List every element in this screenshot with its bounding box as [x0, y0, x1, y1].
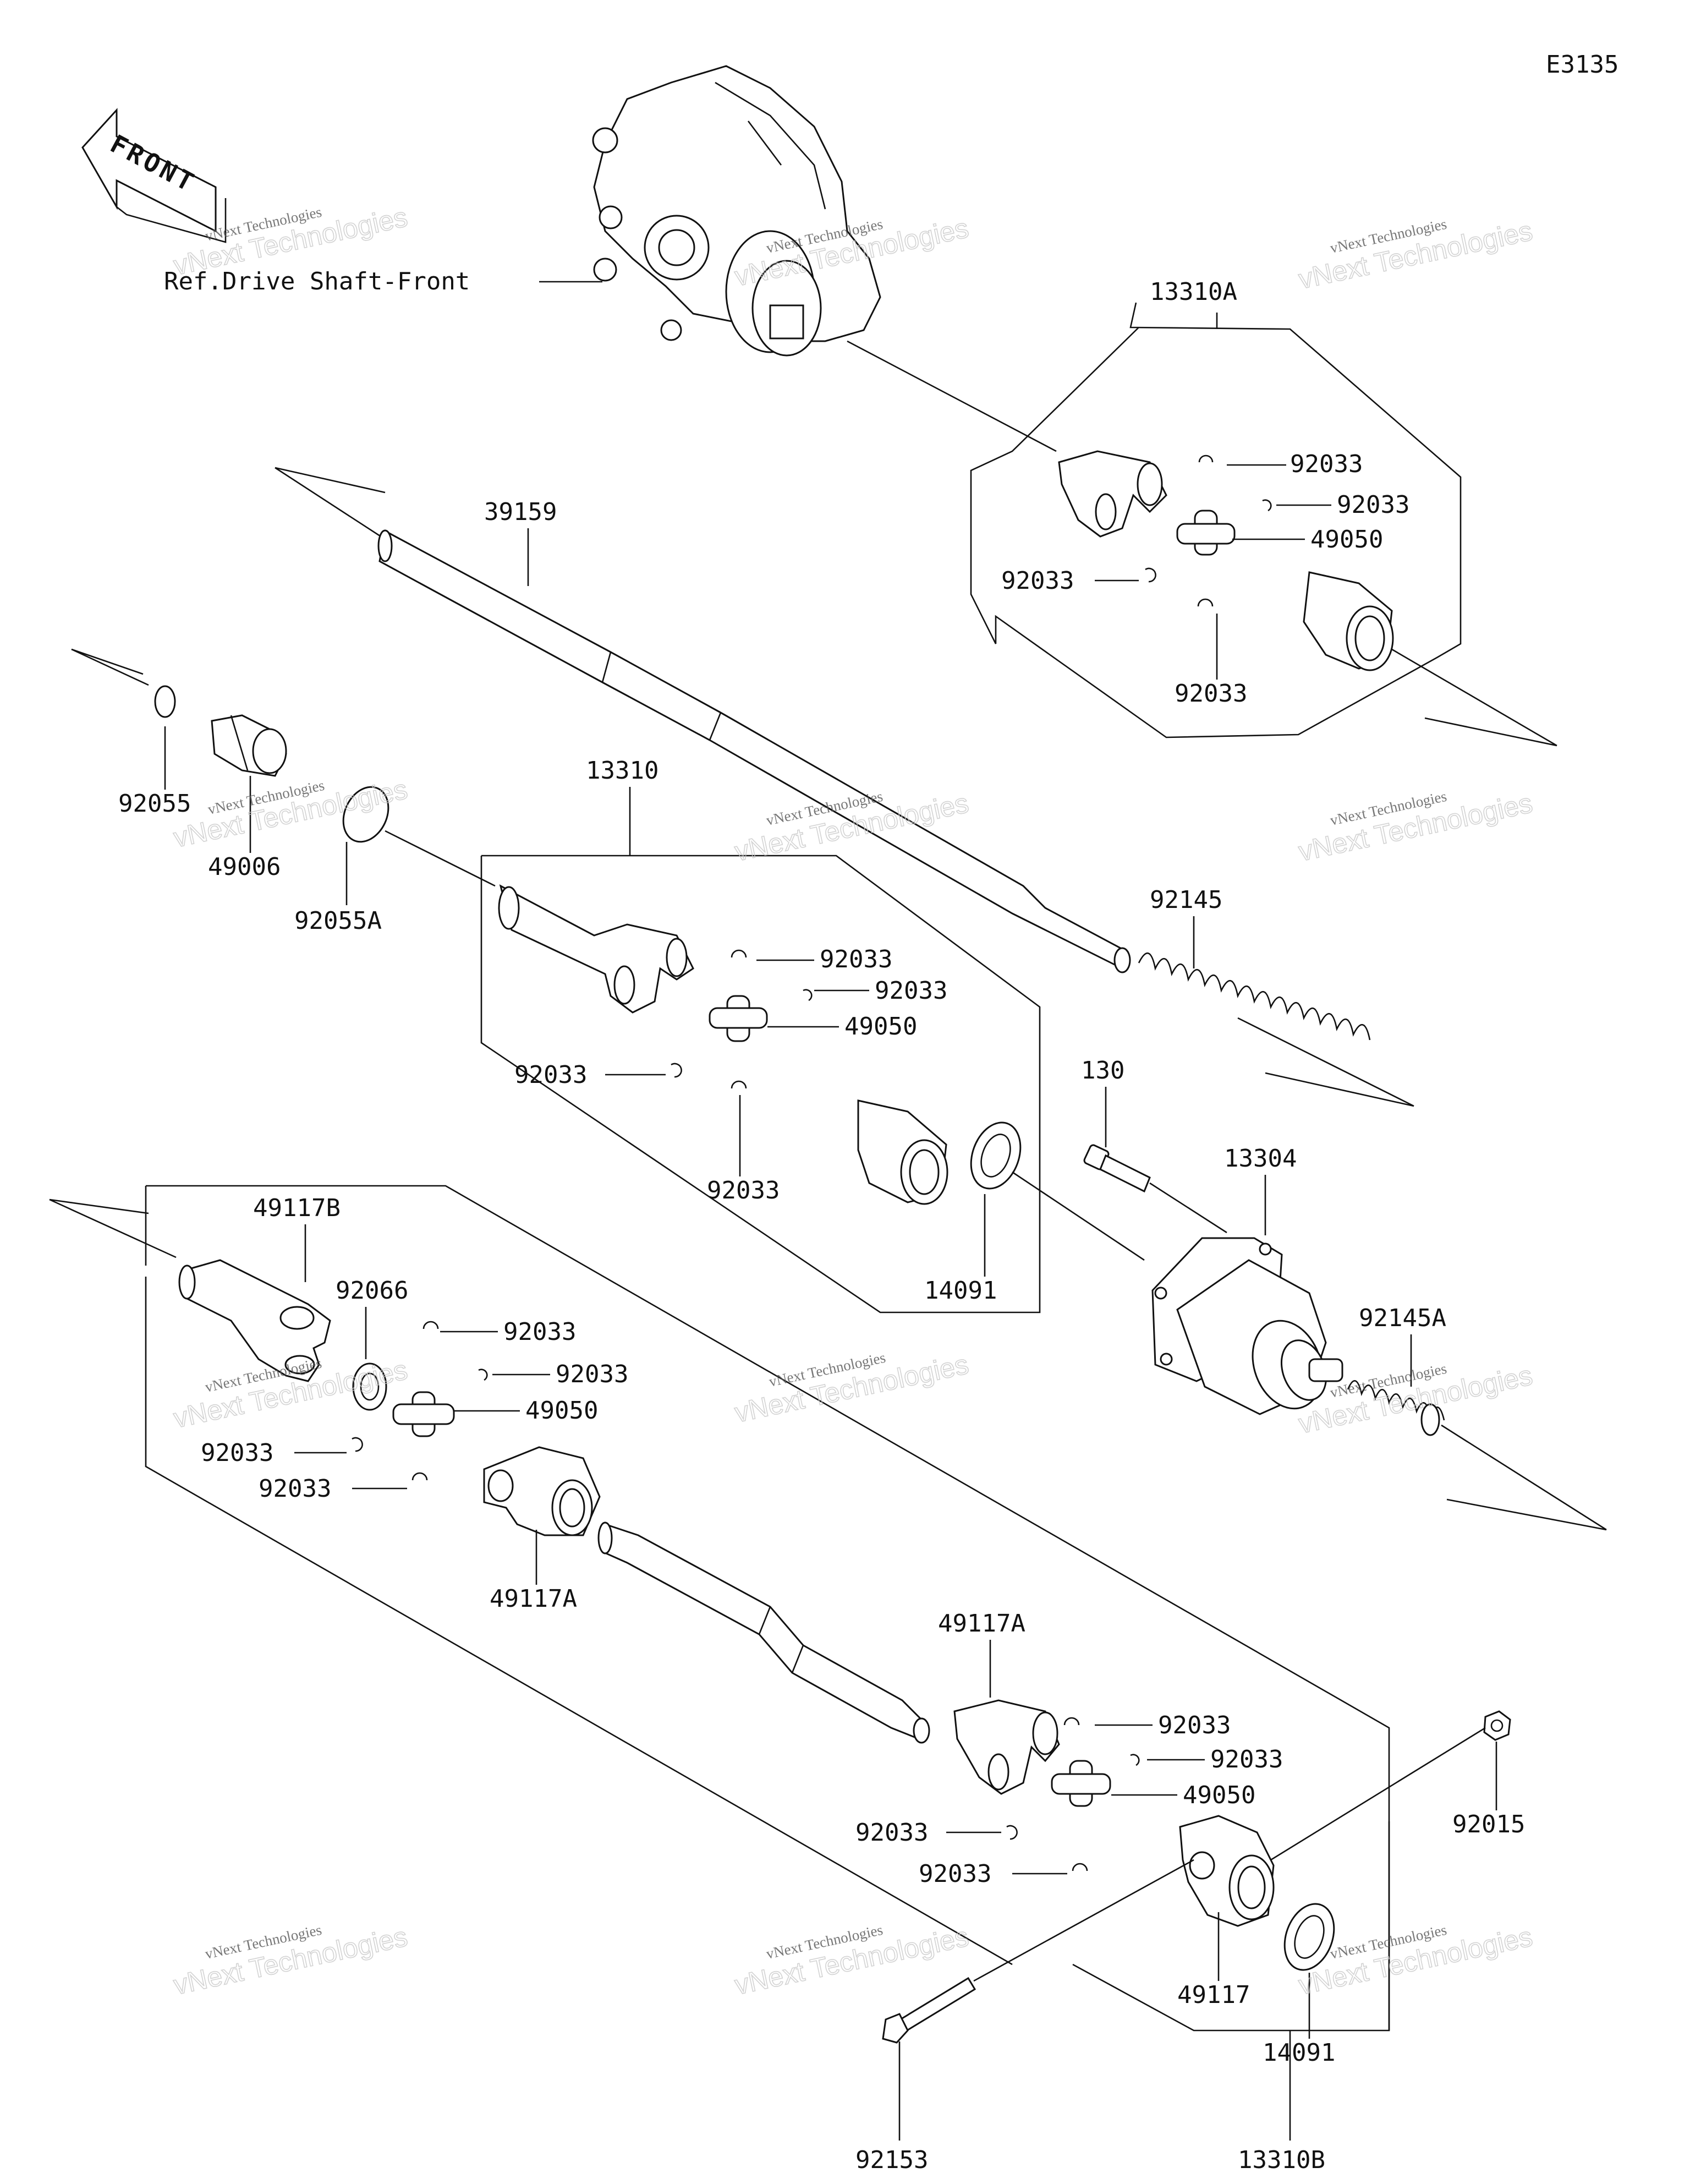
label-92033-b1: 92033: [820, 945, 892, 973]
oring-92055A: [342, 786, 389, 843]
yoke-13310A-upper: [1058, 450, 1167, 538]
nut-92015: [1483, 1710, 1511, 1741]
label-92033-a2: 92033: [1337, 491, 1409, 519]
label-92145A: 92145A: [1359, 1304, 1446, 1332]
yoke-49117: [1179, 1815, 1275, 1927]
label-92055: 92055: [118, 790, 191, 818]
label-14091-b: 14091: [1263, 2039, 1335, 2067]
label-49117: 49117: [1177, 1981, 1250, 2009]
spider-13310A: [1176, 510, 1236, 556]
yoke-49117A-left: [483, 1446, 601, 1536]
label-13304: 13304: [1224, 1145, 1297, 1173]
washer-92066: [352, 1362, 387, 1411]
shaft-39159: [377, 529, 1131, 973]
label-49117A-a: 49117A: [490, 1585, 577, 1613]
label-49006: 49006: [208, 853, 281, 881]
label-92055A: 92055A: [294, 907, 382, 935]
bolt-130: [1083, 1144, 1151, 1193]
label-49050-d: 49050: [1183, 1781, 1255, 1809]
spider-49050-c: [392, 1391, 455, 1437]
yoke-13310-slip: [498, 884, 694, 1014]
washer-14091-a: [970, 1121, 1022, 1190]
yoke-49117B: [178, 1259, 331, 1382]
label-92033-c3: 92033: [201, 1439, 273, 1467]
yoke-13310-end: [857, 1099, 948, 1205]
bearing-housing-13304: [1151, 1237, 1343, 1415]
boot-49006: [211, 714, 287, 777]
label-130: 130: [1081, 1057, 1124, 1085]
spring-92145A: [1347, 1380, 1445, 1436]
label-92033-c1: 92033: [503, 1318, 576, 1346]
spider-49050-d: [1051, 1760, 1111, 1807]
label-39159: 39159: [484, 498, 557, 526]
label-13310A: 13310A: [1150, 278, 1237, 306]
spring-92145: [1138, 952, 1371, 1041]
yoke-13310A-lower: [1303, 571, 1394, 671]
label-92015: 92015: [1452, 1810, 1525, 1838]
label-49050-c: 49050: [525, 1397, 598, 1425]
yoke-49117A-right: [953, 1699, 1060, 1795]
label-92033-a3: 92033: [1001, 567, 1074, 595]
label-92145: 92145: [1150, 886, 1222, 914]
label-49050-a: 49050: [1310, 526, 1383, 554]
label-92033-c4: 92033: [259, 1475, 331, 1503]
label-92033-c2: 92033: [556, 1360, 628, 1388]
label-92033-a4: 92033: [1175, 680, 1247, 708]
ref-drive-shaft-label: Ref.Drive Shaft-Front: [164, 267, 470, 295]
label-92033-b3: 92033: [514, 1061, 587, 1089]
label-49050-b: 49050: [844, 1012, 917, 1041]
label-92033-b4: 92033: [707, 1176, 780, 1205]
label-14091-a: 14091: [924, 1277, 997, 1305]
label-92033-d4: 92033: [919, 1860, 991, 1888]
front-gear-case: [592, 65, 881, 357]
front-arrow-icon: FRONT: [81, 108, 227, 243]
label-92153: 92153: [855, 2146, 928, 2174]
label-92033-d2: 92033: [1210, 1745, 1283, 1774]
label-49117A-b: 49117A: [938, 1610, 1025, 1638]
label-13310: 13310: [586, 757, 659, 785]
diagram-code: E3135: [1546, 51, 1618, 79]
label-92066: 92066: [336, 1277, 408, 1305]
label-92033-b2: 92033: [875, 977, 947, 1005]
label-92033-a1: 92033: [1290, 450, 1363, 478]
label-92033-d3: 92033: [855, 1819, 928, 1847]
bolt-92153: [882, 1977, 976, 2044]
oring-92055: [154, 685, 176, 718]
label-49117B: 49117B: [253, 1194, 341, 1222]
label-92033-d1: 92033: [1158, 1711, 1231, 1739]
shaft-lower: [597, 1521, 930, 1744]
spider-13310: [709, 995, 768, 1042]
label-13310B: 13310B: [1238, 2146, 1325, 2174]
